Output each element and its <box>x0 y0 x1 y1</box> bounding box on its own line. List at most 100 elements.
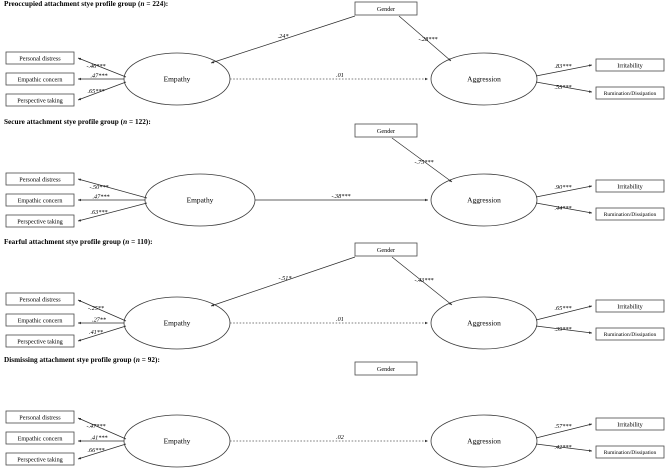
path-aggression-rumination <box>535 202 593 214</box>
path-gender-empathy <box>210 256 356 307</box>
node-irritability-label: Irritability <box>617 304 643 311</box>
diagram-secure: Gender Personal distress Empathic concer… <box>5 123 665 228</box>
node-personal-distress-label: Personal distress <box>19 415 61 422</box>
coef-rumination: .55*** <box>554 84 572 91</box>
group-block-fearful: Fearful attachment stye profile group (n… <box>0 238 669 356</box>
node-rumination-label: Rumination/Dissipation <box>604 332 657 338</box>
coef-gender-aggression: -.43*** <box>414 277 434 284</box>
path-aggression-irritability <box>535 64 593 77</box>
node-irritability-box <box>595 58 665 72</box>
path-empathy-personal-distress <box>77 417 127 440</box>
node-aggression-oval <box>430 296 538 350</box>
coef-empathy-aggression: .01 <box>336 72 344 79</box>
node-aggression-oval <box>430 414 538 468</box>
coef-personal-distress: -.47*** <box>86 423 106 430</box>
node-gender-label: Gender <box>377 128 395 135</box>
node-empathy-label: Empathy <box>164 319 191 328</box>
path-aggression-rumination <box>535 443 593 452</box>
coef-rumination: .42*** <box>554 444 572 451</box>
path-aggression-rumination <box>535 325 593 334</box>
node-gender-box <box>354 123 418 138</box>
node-personal-distress-box <box>5 172 75 186</box>
node-personal-distress-box <box>5 410 75 424</box>
node-empathic-concern-box <box>5 72 75 86</box>
group-title-secure: Secure attachment stye profile group (n … <box>4 118 151 126</box>
coef-personal-distress: -.50*** <box>89 184 109 191</box>
node-empathic-concern-box <box>5 313 75 327</box>
node-irritability-box <box>595 417 665 431</box>
diagram-preoccupied: Gender Personal distress Empathic concer… <box>5 1 665 107</box>
path-gender-aggression <box>398 15 452 62</box>
path-empathy-perspective-taking <box>77 325 127 342</box>
group-title-fearful: Fearful attachment stye profile group (n… <box>4 238 153 246</box>
node-perspective-taking-label: Perspective taking <box>17 457 63 464</box>
coef-empathic-concern: .27** <box>92 317 107 324</box>
path-empathy-perspective-taking <box>77 443 127 460</box>
coef-irritability: .65*** <box>554 305 572 312</box>
node-aggression-label: Aggression <box>467 75 501 84</box>
node-empathic-concern-label: Empathic concern <box>18 198 63 205</box>
node-aggression-label: Aggression <box>467 196 501 205</box>
path-gender-aggression <box>391 137 453 183</box>
coef-empathic-concern: .47*** <box>90 73 108 80</box>
node-empathy-label: Empathy <box>187 196 214 205</box>
path-empathy-perspective-taking <box>77 81 127 101</box>
node-perspective-taking-box <box>5 452 75 466</box>
node-rumination-label: Rumination/Dissipation <box>604 450 657 456</box>
node-gender-box <box>354 1 418 16</box>
path-empathy-personal-distress <box>77 178 148 199</box>
node-empathic-concern-label: Empathic concern <box>18 436 63 443</box>
node-rumination-box <box>595 207 665 221</box>
node-irritability-label: Irritability <box>617 63 643 70</box>
node-aggression-label: Aggression <box>467 437 501 446</box>
node-perspective-taking-box <box>5 93 75 107</box>
coef-perspective-taking: .41** <box>89 329 104 336</box>
group-title-preoccupied: Preoccupied attachment stye profile grou… <box>4 0 169 8</box>
coef-gender-aggression: -.75*** <box>414 159 434 166</box>
coef-gender-empathy: -.51* <box>279 275 293 282</box>
node-perspective-taking-label: Perspective taking <box>17 98 63 105</box>
node-empathic-concern-label: Empathic concern <box>18 318 63 325</box>
node-personal-distress-box <box>5 51 75 65</box>
node-irritability-label: Irritability <box>617 422 643 429</box>
node-perspective-taking-label: Perspective taking <box>17 219 63 226</box>
node-gender-box <box>354 361 418 376</box>
node-aggression-oval <box>430 173 538 227</box>
coef-rumination: .44*** <box>554 205 572 212</box>
coef-personal-distress: -.46*** <box>86 63 106 70</box>
node-irritability-label: Irritability <box>617 184 643 191</box>
node-empathic-concern-box <box>5 193 75 207</box>
coef-empathy-aggression: -.38*** <box>331 193 351 200</box>
node-personal-distress-box <box>5 292 75 306</box>
node-perspective-taking-box <box>5 334 75 348</box>
coef-gender-empathy: .24* <box>278 33 290 40</box>
node-aggression-label: Aggression <box>467 319 501 328</box>
coef-empathy-aggression: .02 <box>336 434 344 441</box>
node-gender-label: Gender <box>377 366 395 373</box>
coef-perspective-taking: .65*** <box>87 88 105 95</box>
coef-gender-aggression: -.28*** <box>418 36 438 43</box>
node-empathy-label: Empathy <box>164 437 191 446</box>
path-aggression-irritability <box>535 423 593 439</box>
node-rumination-box <box>595 445 665 459</box>
node-rumination-box <box>595 86 665 100</box>
node-empathic-concern-box <box>5 431 75 445</box>
node-personal-distress-label: Personal distress <box>19 297 61 304</box>
node-personal-distress-label: Personal distress <box>19 56 61 63</box>
node-rumination-label: Rumination/Dissipation <box>604 91 657 97</box>
path-aggression-irritability <box>535 185 593 198</box>
node-aggression-oval <box>430 52 538 106</box>
node-irritability-box <box>595 179 665 193</box>
coef-empathic-concern: .47*** <box>92 194 110 201</box>
node-perspective-taking-label: Perspective taking <box>17 339 63 346</box>
coef-irritability: .57*** <box>554 423 572 430</box>
node-irritability-box <box>595 299 665 313</box>
path-empathy-perspective-taking <box>77 202 148 222</box>
group-block-preoccupied: Preoccupied attachment stye profile grou… <box>0 0 669 118</box>
path-empathy-personal-distress <box>77 299 127 322</box>
group-block-secure: Secure attachment stye profile group (n … <box>0 118 669 238</box>
node-gender-label: Gender <box>377 247 395 254</box>
path-empathy-personal-distress <box>77 57 127 78</box>
node-empathy-label: Empathy <box>164 75 191 84</box>
